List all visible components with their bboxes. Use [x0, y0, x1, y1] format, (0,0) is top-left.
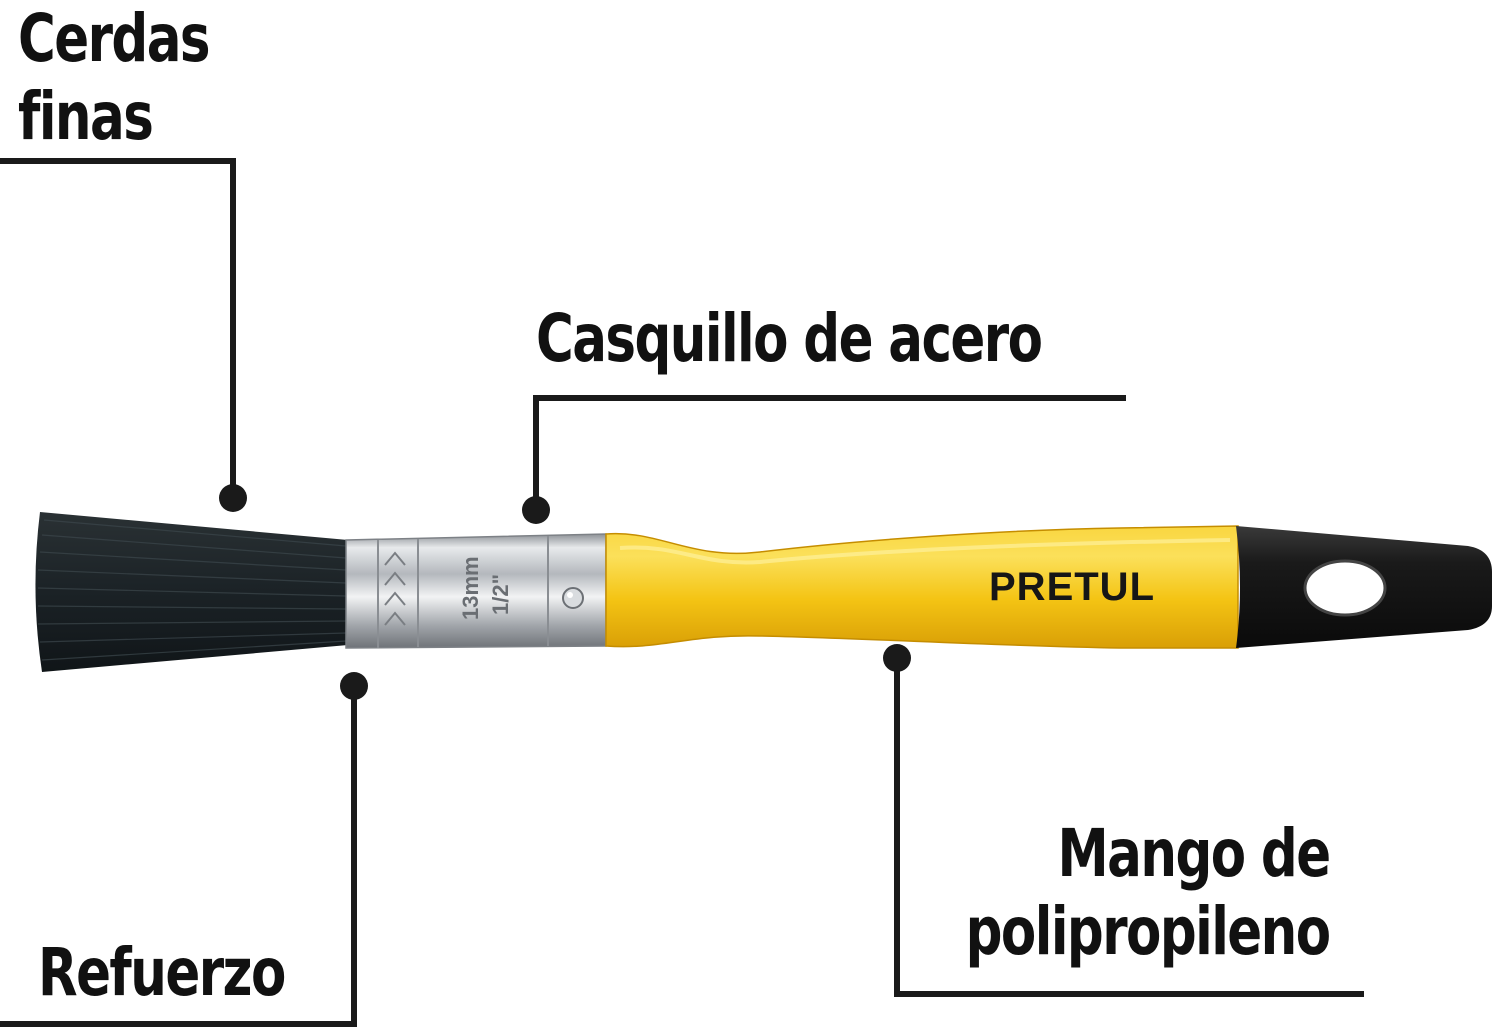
dot-handle [883, 644, 911, 672]
label-handle-line2: polipropileno [966, 893, 1331, 970]
label-handle-line1: Mango de [1057, 815, 1332, 892]
hanging-hole [1303, 559, 1387, 617]
dot-ferrule [522, 496, 550, 524]
leader-bristles [0, 158, 236, 498]
ferrule-marking-inch: 1/2" [488, 574, 513, 615]
handle-tip [1236, 526, 1492, 648]
leader-reinforcement [0, 686, 357, 1027]
bristles [35, 512, 349, 672]
brand-logo: PRETUL [989, 565, 1155, 609]
label-bristles-line1: Cerdas [18, 0, 211, 77]
steel-ferrule: 13mm 1/2" [345, 533, 607, 649]
ferrule-marking-mm: 13mm [458, 556, 483, 620]
yellow-handle: PRETUL [605, 525, 1239, 649]
label-bristles: Cerdas finas [18, 0, 211, 156]
label-handle: Mango de polipropileno [966, 815, 1332, 971]
dot-reinforcement [340, 672, 368, 700]
callout-leaders [0, 158, 1364, 1027]
label-reinforcement: Refuerzo [38, 934, 286, 1011]
label-ferrule: Casquillo de acero [536, 300, 1043, 377]
dot-bristles [219, 484, 247, 512]
label-bristles-line2: finas [18, 78, 154, 155]
leader-handle [894, 658, 1364, 997]
leader-ferrule [533, 395, 1126, 510]
